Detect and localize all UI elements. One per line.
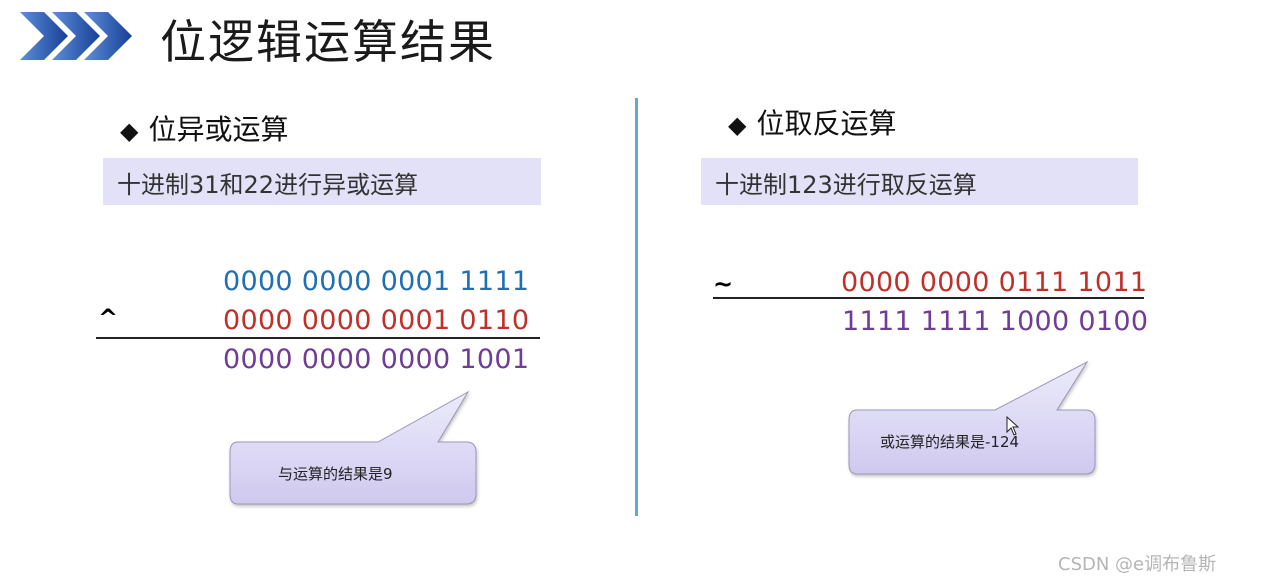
left-underline: [96, 337, 540, 339]
mouse-cursor-icon: [1006, 416, 1020, 436]
watermark: CSDN @e调布鲁斯: [1058, 554, 1217, 575]
left-result: 0000 0000 0000 1001: [223, 344, 530, 375]
left-callout-bubble: [229, 390, 477, 505]
right-operator: ~: [713, 270, 734, 298]
page-title: 位逻辑运算结果: [160, 15, 496, 69]
left-operand-2: 0000 0000 0001 0110: [223, 305, 530, 336]
chevrons-logo-icon: [20, 12, 132, 60]
right-operand: 0000 0000 0111 1011: [841, 267, 1148, 298]
diamond-bullet-icon: ◆: [728, 111, 747, 139]
right-callout-bubble: [848, 360, 1096, 475]
section-divider: [635, 98, 638, 516]
left-banner: 十进制31和22进行异或运算: [103, 158, 541, 205]
left-heading: ◆ 位异或运算: [120, 108, 288, 148]
diamond-bullet-icon: ◆: [120, 117, 139, 145]
left-callout-text: 与运算的结果是9: [278, 465, 393, 483]
left-heading-label: 位异或运算: [148, 113, 289, 146]
right-heading: ◆ 位取反运算: [728, 102, 896, 142]
left-operator: ^: [98, 304, 119, 332]
right-underline: [713, 297, 1144, 299]
left-operand-1: 0000 0000 0001 1111: [223, 266, 530, 297]
right-banner: 十进制123进行取反运算: [701, 158, 1138, 205]
right-callout-text: 或运算的结果是-124: [880, 433, 1020, 451]
right-result: 1111 1111 1000 0100: [842, 306, 1149, 337]
right-heading-label: 位取反运算: [756, 107, 897, 140]
